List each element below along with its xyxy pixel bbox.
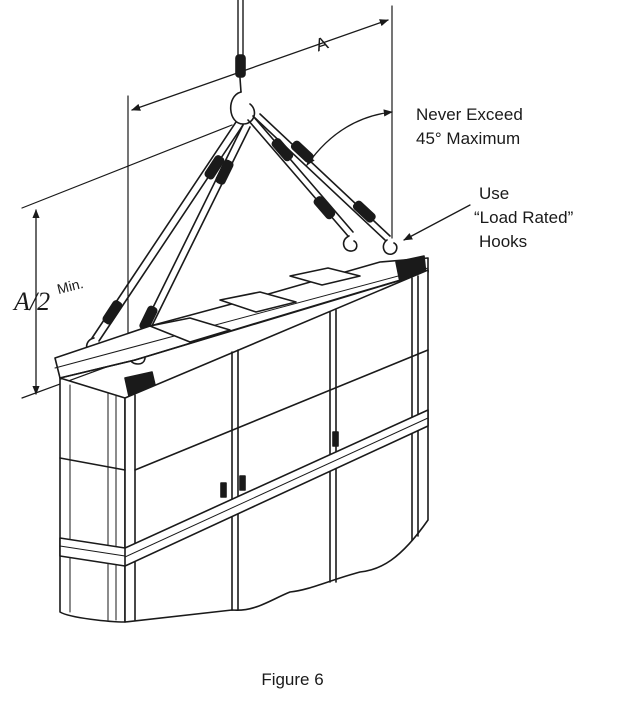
angle-note-line1: Never Exceed (416, 105, 523, 124)
crane-cable (229, 0, 256, 125)
hooks-note-line1: Use (479, 184, 510, 203)
dimension-a-half-label: A/2 (14, 287, 51, 316)
angle-arc (306, 109, 393, 166)
sling-left (91, 121, 251, 349)
sling-right (247, 113, 391, 241)
hooks-note-line3: Hooks (479, 232, 528, 251)
hooks-pointer-arrow (403, 204, 471, 241)
figure-caption: Figure 6 (261, 670, 324, 689)
angle-note-line2: 45° Maximum (416, 129, 521, 148)
hooks-note-line2: “Load Rated” (474, 208, 574, 227)
lower-skid-band (59, 409, 429, 567)
